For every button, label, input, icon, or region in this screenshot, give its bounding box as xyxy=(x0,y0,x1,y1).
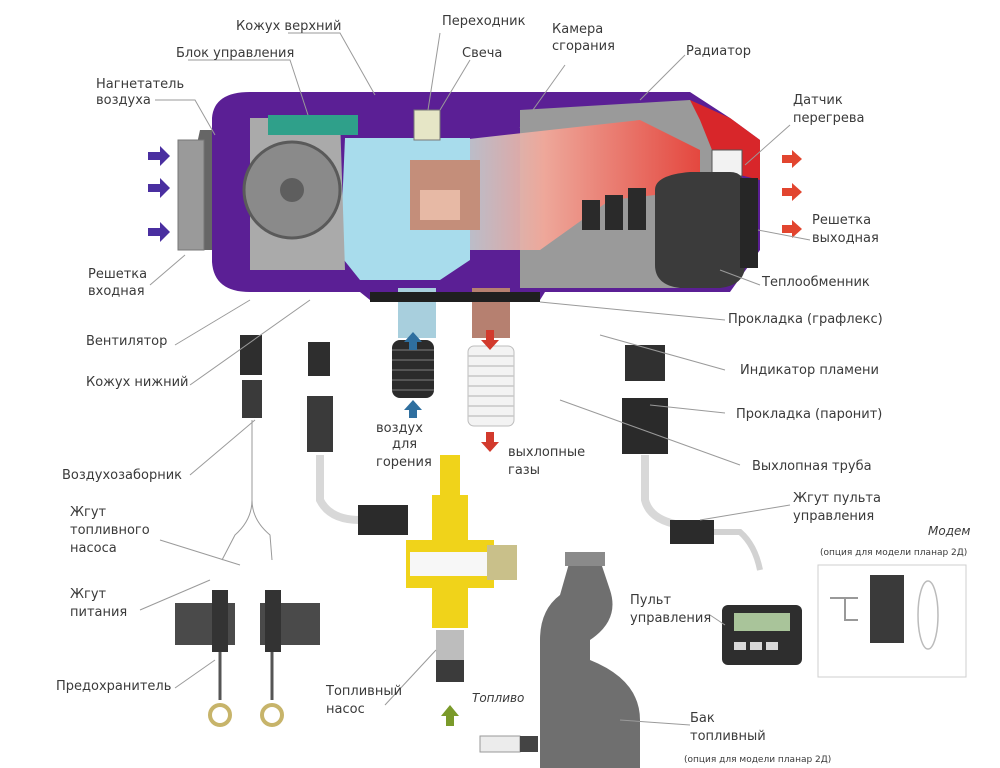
chamber-inner xyxy=(420,190,460,220)
arrow-up-icon xyxy=(404,332,422,350)
label-zhgut-pitaniya-2: питания xyxy=(70,605,127,620)
fuel-tank xyxy=(479,552,640,768)
label-vykhlopnye-2: газы xyxy=(508,463,540,478)
exhaust-hose xyxy=(467,330,515,452)
label-predokhranitel: Предохранитель xyxy=(56,679,171,694)
inlet-grill xyxy=(177,139,205,251)
label-reshetka-vkhod-2: входная xyxy=(88,284,145,299)
intake-wiring xyxy=(221,335,408,561)
label-teploobmennik: Теплообменник xyxy=(761,275,870,290)
intake-arrows xyxy=(148,146,170,242)
label-nagnetatel-2: воздуха xyxy=(96,93,151,108)
label-modem-note: (опция для модели планар 2Д) xyxy=(820,548,967,558)
label-vykhlopnye-1: выхлопные xyxy=(508,445,585,460)
label-zhgut-toplivnogo-2: топливного xyxy=(70,523,150,538)
arrow-down-icon xyxy=(481,330,499,350)
right-harness xyxy=(622,345,763,571)
label-zhgut-pulta-2: управления xyxy=(793,509,874,524)
label-vozdukhozabornik: Воздухозаборник xyxy=(62,468,182,483)
label-reshetka-vykhod-1: Решетка xyxy=(812,213,871,228)
outlet-grill xyxy=(740,178,758,268)
arrow-up-icon xyxy=(441,705,459,726)
arrow-right-icon xyxy=(782,183,802,201)
label-vykhlopnaya-truba: Выхлопная труба xyxy=(752,459,872,474)
leader-lines xyxy=(139,32,811,726)
label-kamera-1: Камера xyxy=(552,22,603,37)
arrow-up-icon xyxy=(404,400,422,418)
outlet-duct xyxy=(655,172,745,288)
label-bak-2: топливный xyxy=(690,729,766,744)
modem-box xyxy=(817,564,967,678)
label-indikator-plameni: Индикатор пламени xyxy=(740,363,879,378)
glow-plug xyxy=(413,109,441,141)
exchanger-fins xyxy=(582,188,646,230)
heater-body xyxy=(177,92,760,338)
label-ventilyator: Вентилятор xyxy=(86,334,167,349)
label-datchik-1: Датчик xyxy=(793,93,843,108)
label-kozhukh-nizhniy: Кожух нижний xyxy=(86,375,188,390)
label-vozdukh-2: для xyxy=(392,437,417,452)
label-vozdukh-1: воздух xyxy=(376,421,423,436)
label-bak-note: (опция для модели планар 2Д) xyxy=(684,755,831,765)
label-kamera-2: сгорания xyxy=(552,39,615,54)
blower-hub xyxy=(280,178,304,202)
fuse-left xyxy=(175,590,235,727)
label-bak-1: Бак xyxy=(690,711,715,726)
fuel-pump xyxy=(406,455,517,726)
label-radiator: Радиатор xyxy=(686,44,751,59)
label-vozdukh-3: горения xyxy=(376,455,432,470)
label-zhgut-toplivnogo-3: насоса xyxy=(70,541,117,556)
combustion-gas-zone xyxy=(460,120,700,250)
label-pult-2: управления xyxy=(630,611,711,626)
label-toplivny-nasos-1: Топливный xyxy=(325,684,402,699)
label-toplivo: Топливо xyxy=(472,691,524,705)
arrow-right-icon xyxy=(148,222,170,242)
air-intake-hose xyxy=(392,332,434,418)
arrow-right-icon xyxy=(782,220,802,238)
arrow-down-icon xyxy=(481,432,499,452)
label-toplivny-nasos-2: насос xyxy=(326,702,365,717)
label-svecha: Свеча xyxy=(462,46,502,61)
graflex-gasket xyxy=(370,292,540,302)
label-zhgut-toplivnogo-1: Жгут xyxy=(70,505,107,520)
fuse-right xyxy=(260,590,320,727)
arrow-right-icon xyxy=(782,150,802,168)
label-perekhodnik: Переходник xyxy=(442,14,526,29)
label-datchik-2: перегрева xyxy=(793,111,864,126)
label-nagnetatel-1: Нагнетатель xyxy=(96,77,184,92)
label-blok-upravleniya: Блок управления xyxy=(176,46,294,61)
control-panel xyxy=(722,605,802,665)
label-kozhukh-verkhniy: Кожух верхний xyxy=(236,19,341,34)
label-pult-1: Пульт xyxy=(630,593,671,608)
label-reshetka-vkhod-1: Решетка xyxy=(88,267,147,282)
label-prokladka-grafleks: Прокладка (графлекс) xyxy=(728,312,883,327)
label-reshetka-vykhod-2: выходная xyxy=(812,231,879,246)
control-block xyxy=(268,115,358,135)
arrow-right-icon xyxy=(148,146,170,166)
label-modem: Модем xyxy=(928,524,970,538)
arrow-right-icon xyxy=(148,178,170,198)
label-zhgut-pulta-1: Жгут пульта xyxy=(793,491,881,506)
label-zhgut-pitaniya-1: Жгут xyxy=(70,587,107,602)
labels: Кожух верхний Блок управления Нагнетател… xyxy=(56,14,970,765)
label-prokladka-paronit: Прокладка (паронит) xyxy=(736,407,882,422)
outlet-arrows xyxy=(782,150,802,238)
